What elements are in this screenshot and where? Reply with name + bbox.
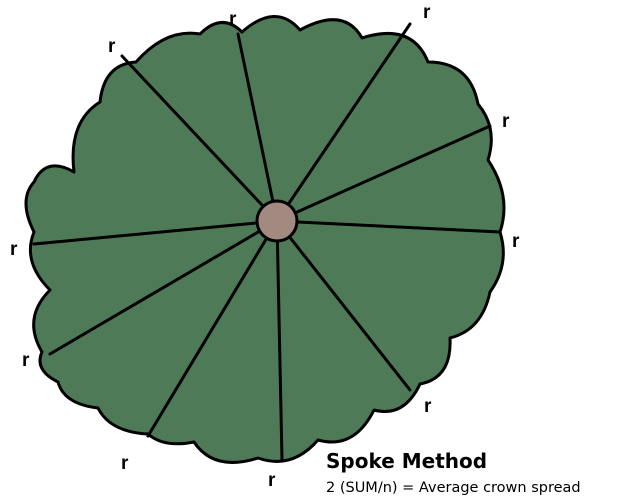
radius-label: r [10, 239, 18, 260]
radius-label: r [424, 396, 432, 417]
radius-label: r [121, 453, 129, 474]
tree-trunk [257, 201, 297, 241]
radius-label: r [512, 231, 520, 252]
diagram-title: Spoke Method [326, 449, 487, 473]
radius-label: r [108, 36, 116, 57]
radius-label: r [268, 470, 276, 491]
crown-spread-formula: 2 (SUM/n) = Average crown spread [326, 480, 581, 496]
radius-label: r [423, 2, 431, 23]
radius-label: r [229, 9, 237, 30]
radius-label: r [22, 350, 30, 371]
radius-label: r [502, 111, 510, 132]
